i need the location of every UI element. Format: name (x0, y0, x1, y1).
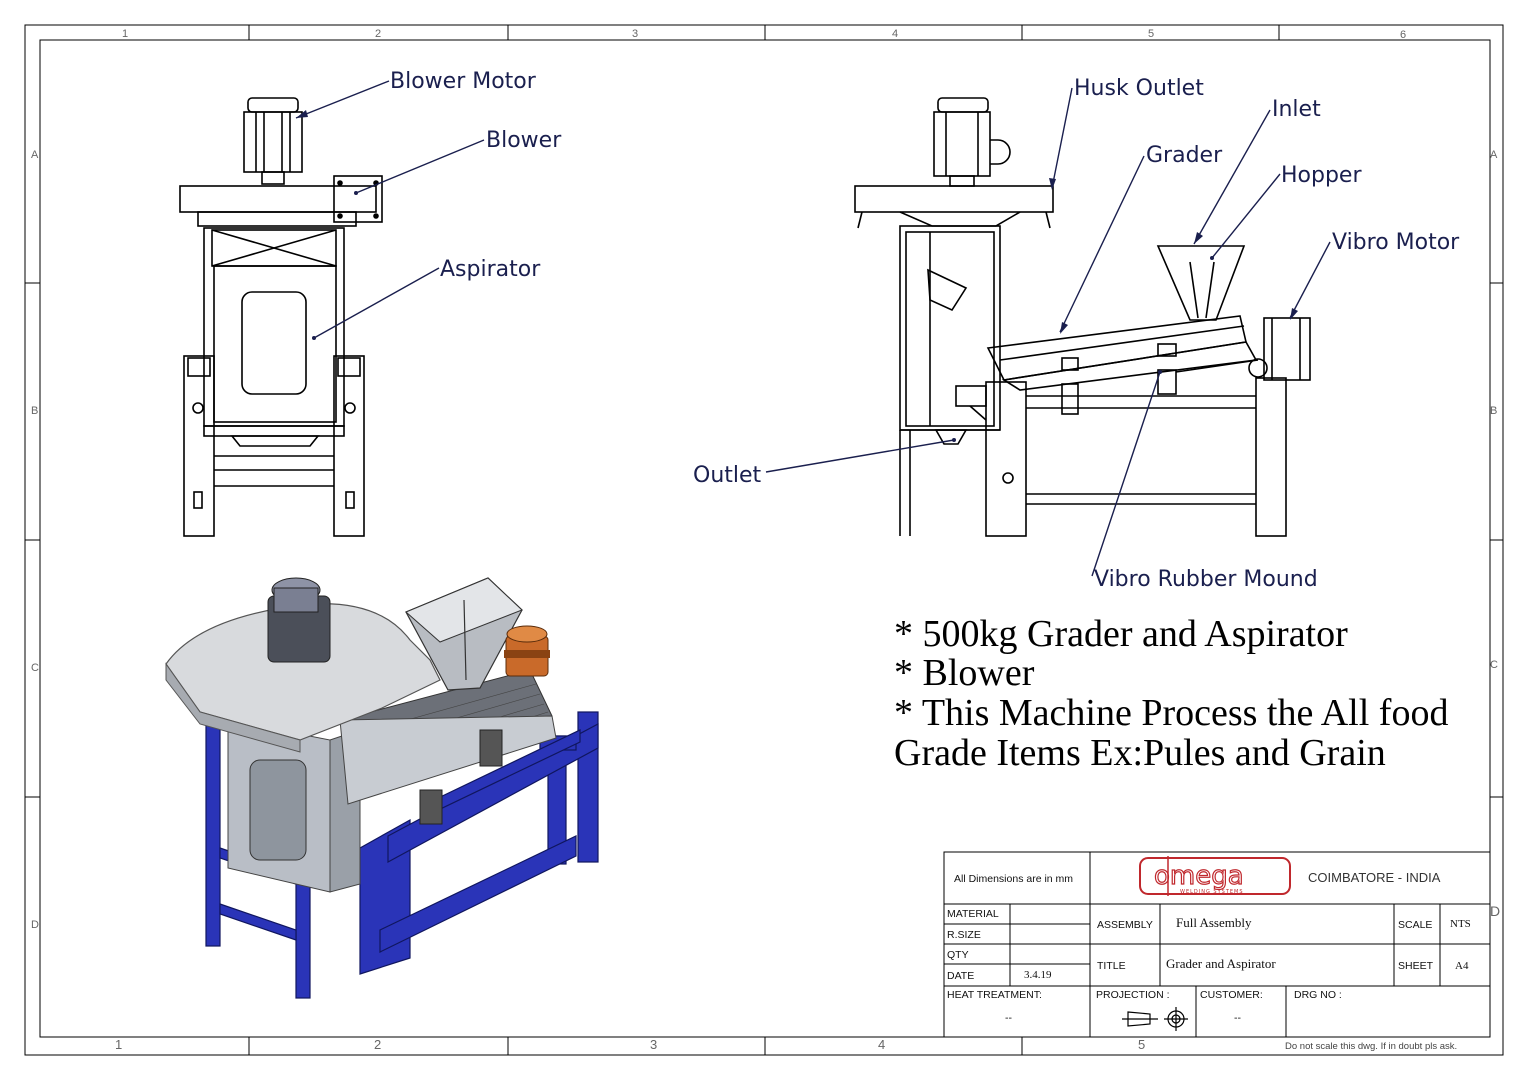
zone-col-1-bottom: 1 (115, 1037, 122, 1052)
title-value: Grader and Aspirator (1166, 956, 1276, 971)
callout-blower-motor: Blower Motor (390, 69, 537, 94)
zone-col-6-top: 6 (1400, 29, 1406, 41)
title-block-grid (943, 851, 1491, 1038)
zone-col-2-top: 2 (375, 28, 381, 40)
note-line-4: Grade Items Ex:Pules and Grain (894, 732, 1386, 774)
zone-ticks (25, 25, 1503, 1055)
callout-vibro-rubber-mound: Vibro Rubber Mound (1094, 567, 1318, 592)
scale-value: NTS (1450, 918, 1471, 930)
callout-inlet: Inlet (1272, 97, 1321, 122)
zone-col-4-bottom: 4 (878, 1037, 885, 1052)
callout-blower: Blower (486, 128, 562, 153)
dimensions-note: All Dimensions are in mm (954, 873, 1073, 885)
disclaimer-text: Do not scale this dwg. If in doubt pls a… (1285, 1041, 1457, 1052)
zone-row-c-left: C (31, 662, 39, 674)
assembly-value: Full Assembly (1176, 915, 1252, 930)
callout-leaders (295, 80, 1331, 577)
zone-col-2-bottom: 2 (374, 1037, 381, 1052)
zone-row-a-right: A (1490, 149, 1498, 161)
zone-row-b-right: B (1490, 405, 1497, 417)
zone-row-c-right: C (1490, 659, 1498, 671)
heat-treatment-value: -- (1005, 1012, 1012, 1024)
zone-col-5-bottom: 5 (1138, 1037, 1145, 1052)
material-label: MATERIAL (947, 908, 999, 920)
zone-col-3-bottom: 3 (650, 1037, 657, 1052)
zone-row-d-right: D (1490, 903, 1500, 919)
zone-row-a-left: A (31, 149, 39, 161)
zone-col-1-top: 1 (122, 28, 128, 40)
logo-subtext: WELDING SYSTEMS (1180, 889, 1244, 895)
callout-grader: Grader (1146, 143, 1223, 168)
side-view (854, 97, 1311, 537)
callout-outlet: Outlet (693, 463, 762, 488)
zone-row-b-left: B (31, 405, 38, 417)
assembly-label: ASSEMBLY (1097, 919, 1153, 931)
zone-row-d-left: D (31, 919, 39, 931)
zone-col-5-top: 5 (1148, 28, 1154, 40)
omega-logo: omega WELDING SYSTEMS (1139, 856, 1291, 896)
heat-treatment-label: HEAT TREATMENT: (947, 989, 1042, 1001)
front-view (179, 97, 383, 537)
projection-label: PROJECTION : (1096, 989, 1170, 1001)
note-line-3: * This Machine Process the All food (894, 692, 1448, 734)
sheet-value: A4 (1455, 960, 1469, 972)
note-line-1: * 500kg Grader and Aspirator (894, 613, 1348, 655)
note-line-2: * Blower (894, 652, 1035, 694)
projection-symbol-icon (1122, 1007, 1188, 1031)
callout-aspirator: Aspirator (440, 257, 541, 282)
inner-border (39, 39, 1491, 1038)
rsize-label: R.SIZE (947, 929, 981, 941)
scale-label: SCALE (1398, 919, 1432, 931)
drg-no-label: DRG NO : (1294, 989, 1342, 1001)
callout-hopper: Hopper (1281, 163, 1362, 188)
sheet-label: SHEET (1398, 960, 1434, 972)
isometric-render (165, 577, 599, 999)
customer-value: -- (1234, 1012, 1241, 1024)
title-label: TITLE (1097, 960, 1126, 972)
customer-label: CUSTOMER: (1200, 989, 1263, 1001)
date-label: DATE (947, 970, 974, 982)
location-text: COIMBATORE - INDIA (1308, 870, 1441, 885)
zone-col-3-top: 3 (632, 28, 638, 40)
qty-label: QTY (947, 949, 969, 961)
logo-wordmark: omega (1154, 861, 1244, 891)
callout-vibro-motor: Vibro Motor (1332, 230, 1460, 255)
date-value: 3.4.19 (1024, 969, 1052, 981)
callout-husk-outlet: Husk Outlet (1074, 76, 1204, 101)
zone-col-4-top: 4 (892, 28, 898, 40)
